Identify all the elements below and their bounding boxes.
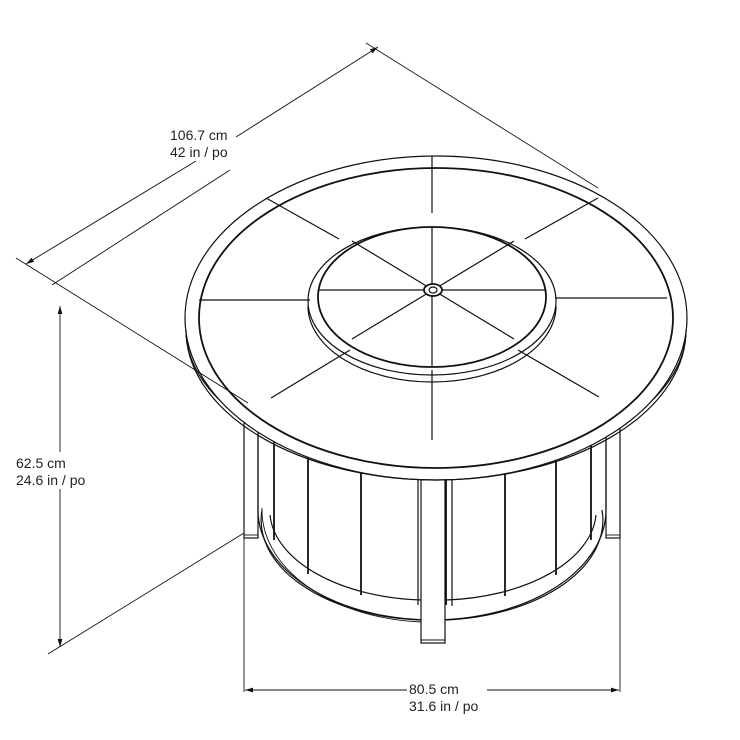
dimension-height [47, 306, 245, 655]
height-label: 62.5 cm 24.6 in / po [16, 455, 86, 489]
extension-line-bottom [47, 532, 245, 655]
extension-line-top [365, 42, 599, 189]
diameter-label: 106.7 cm 42 in / po [170, 127, 228, 161]
extension-line-tangent [51, 169, 231, 286]
base-slats [273, 437, 592, 606]
tabletop-segments [199, 156, 667, 440]
center-knob-icon [423, 283, 443, 297]
extension-line-left [15, 257, 249, 404]
base-width-metric: 80.5 cm [409, 681, 459, 697]
diameter-imperial: 42 in / po [170, 144, 228, 160]
dimension-diameter [15, 42, 599, 404]
dimension-base-width [243, 538, 621, 693]
height-metric: 62.5 cm [16, 455, 66, 471]
center-knob-inner [428, 286, 438, 294]
left-leg [243, 417, 259, 539]
front-leg [420, 469, 446, 644]
tabletop-inner-edge [198, 167, 674, 469]
base-width-label: 80.5 cm 31.6 in / po [409, 681, 479, 715]
base-width-imperial: 31.6 in / po [409, 698, 479, 714]
base-drum [243, 417, 621, 644]
tabletop [184, 155, 688, 481]
height-imperial: 24.6 in / po [16, 472, 86, 488]
diameter-metric: 106.7 cm [170, 127, 228, 143]
burner-lid [317, 226, 547, 368]
tabletop-outer-edge [184, 155, 688, 481]
